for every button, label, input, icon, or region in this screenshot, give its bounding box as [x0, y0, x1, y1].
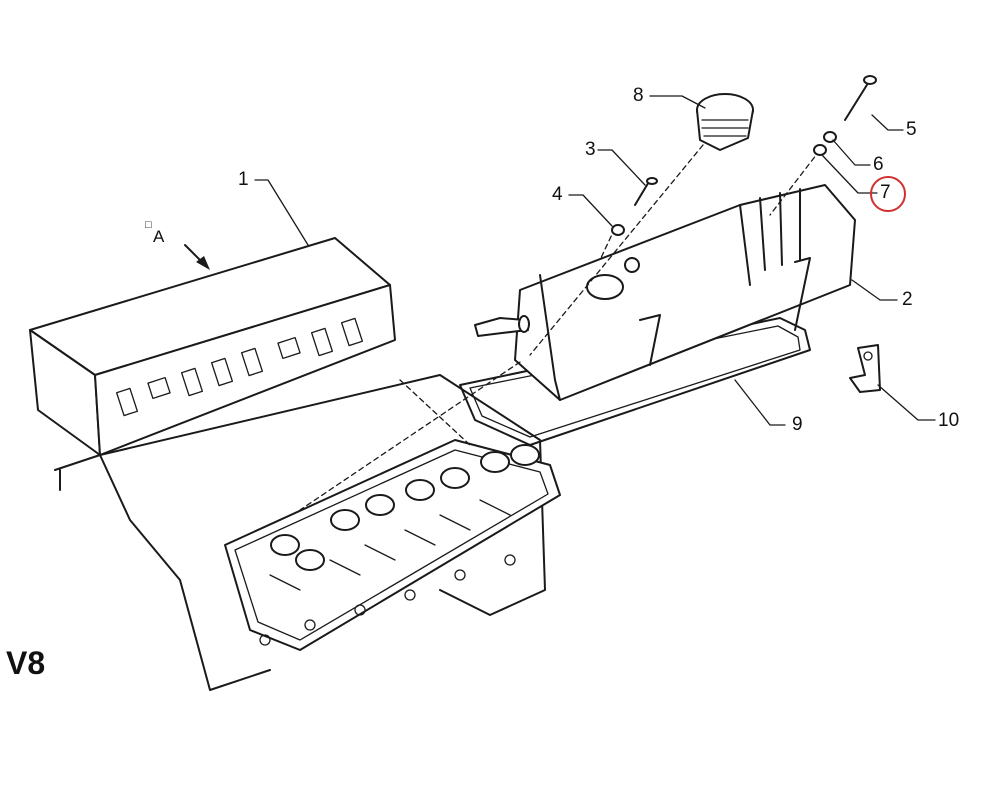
rocker-arms	[269, 444, 540, 591]
callout-1: 1	[238, 169, 249, 190]
valve-cover	[299, 93, 856, 511]
callout-9: 9	[792, 414, 803, 435]
callout-5: 5	[906, 119, 917, 140]
engine-variant-label: V8	[6, 645, 46, 681]
callout-10: 10	[938, 410, 960, 431]
callout-8: 8	[633, 85, 644, 106]
callout-4: 4	[552, 184, 563, 205]
view-marker-square: □	[145, 219, 152, 231]
callout-6: 6	[873, 154, 884, 175]
highlight-circle	[870, 176, 906, 212]
callout-7: 7	[880, 182, 891, 203]
callout-3: 3	[585, 139, 596, 160]
engine-cylinder-head	[29, 237, 561, 691]
valve-cover-gasket	[459, 317, 811, 446]
callout-2: 2	[902, 289, 913, 310]
view-marker-label: A	[153, 227, 165, 246]
